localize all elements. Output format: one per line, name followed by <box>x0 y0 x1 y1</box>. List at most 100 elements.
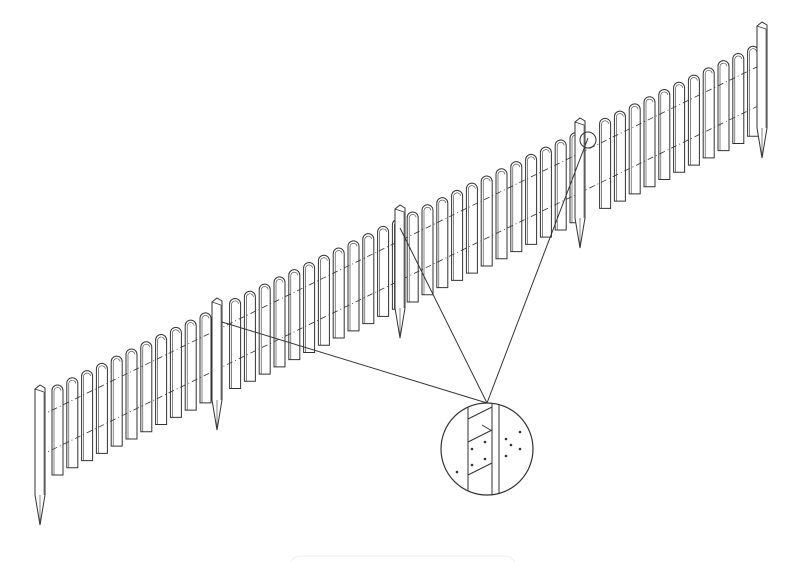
picket-edge <box>112 358 121 447</box>
picket <box>66 377 79 469</box>
picket <box>406 211 419 303</box>
picket-edge <box>645 98 654 187</box>
picket-edge <box>172 329 180 418</box>
picket <box>495 168 508 260</box>
lower-rail <box>39 103 763 457</box>
picket <box>258 283 271 375</box>
picket <box>702 67 715 159</box>
picket <box>347 240 360 332</box>
picket-edge <box>556 142 565 230</box>
picket <box>81 370 94 462</box>
post <box>394 204 406 339</box>
picket <box>717 60 730 152</box>
picket-edge <box>719 62 728 151</box>
picket-edge <box>290 271 299 360</box>
picket-edge <box>542 149 550 238</box>
picket <box>377 226 390 317</box>
picket <box>436 197 449 289</box>
picket-edge <box>379 228 387 317</box>
rails <box>39 64 763 457</box>
picket-edge <box>231 300 239 389</box>
picket <box>51 384 64 476</box>
picket-edge <box>305 264 313 353</box>
picket-edge <box>690 77 698 166</box>
picket <box>421 204 434 296</box>
picket <box>465 182 478 274</box>
picket-edge <box>734 55 743 144</box>
picket-edge <box>749 48 757 137</box>
picket-edge <box>630 106 639 194</box>
post-top-edge <box>756 25 767 30</box>
picket-edge <box>83 372 91 461</box>
leader-line <box>486 137 589 404</box>
picket-edge <box>349 243 358 331</box>
detail-content <box>455 403 522 495</box>
picket <box>732 53 745 144</box>
picket-edge <box>468 185 476 274</box>
detail-rail-edge <box>467 406 493 420</box>
picket <box>110 355 123 447</box>
picket <box>554 139 567 231</box>
picket <box>317 254 330 346</box>
picket-edge <box>53 387 62 475</box>
picket <box>169 326 182 418</box>
post <box>574 117 586 249</box>
leader-line <box>399 227 488 404</box>
picket <box>199 312 212 404</box>
picket <box>539 146 552 238</box>
picket <box>155 334 168 426</box>
detail-marker-circle <box>579 131 597 149</box>
detail-circle <box>440 402 534 496</box>
post <box>756 21 768 159</box>
picket <box>184 319 197 411</box>
picket-edge <box>320 257 328 346</box>
picket <box>229 298 242 390</box>
picket <box>362 233 375 325</box>
post-top-edge <box>394 208 405 213</box>
picket <box>643 96 656 188</box>
screw-hole <box>504 437 508 441</box>
picket-edge <box>497 170 506 259</box>
picket <box>599 117 612 209</box>
picket-edge <box>201 315 210 403</box>
picket-edge <box>186 322 195 411</box>
post-top-edge <box>34 388 45 393</box>
picket <box>613 110 626 202</box>
picket <box>673 81 686 173</box>
post <box>211 297 223 431</box>
picket-edge <box>98 365 106 454</box>
post <box>34 384 46 526</box>
picket-edge <box>68 379 77 468</box>
picket-edge <box>660 91 669 180</box>
picket-edge <box>438 199 447 288</box>
picket <box>140 341 153 433</box>
picket <box>628 103 641 195</box>
picket <box>480 175 493 267</box>
upper-rail <box>39 64 763 417</box>
picket <box>687 74 700 166</box>
picket-edge <box>423 207 432 295</box>
picket <box>525 153 538 245</box>
picket-edge <box>512 163 521 252</box>
picket-edge <box>601 120 609 209</box>
picket-edge <box>260 286 269 375</box>
picket-edge <box>482 178 491 266</box>
picket-edge <box>408 214 417 303</box>
picket <box>510 161 523 253</box>
screw-hole <box>483 457 487 461</box>
post-top-edge <box>574 121 585 126</box>
detail-rail-edge <box>481 424 493 432</box>
bottom-faint-frame <box>290 555 515 562</box>
picket <box>451 189 464 281</box>
leader-line <box>221 321 488 404</box>
screw-hole <box>509 443 513 447</box>
screw-hole <box>470 463 474 467</box>
picket <box>332 247 345 339</box>
picket-edge <box>275 279 284 367</box>
picket-edge <box>675 84 683 173</box>
picket-edge <box>704 70 713 158</box>
picket-edge <box>157 336 165 425</box>
picket-edge <box>334 250 343 339</box>
picket-edge <box>127 351 136 439</box>
